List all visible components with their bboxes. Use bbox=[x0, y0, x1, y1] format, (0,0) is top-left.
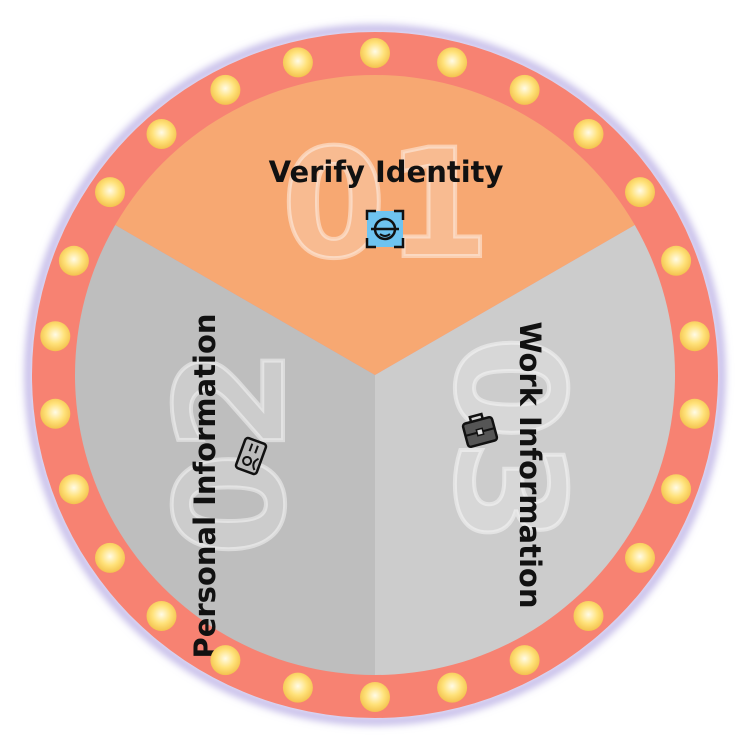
rim-lights bbox=[40, 38, 710, 712]
rim-light-bulb bbox=[210, 74, 241, 105]
segment-title-verify-identity: Verify Identity bbox=[269, 155, 504, 189]
rim-light-bulb bbox=[661, 474, 692, 505]
rim-light-bulb bbox=[95, 542, 125, 573]
rim-light-bulb bbox=[573, 119, 604, 149]
briefcase-icon bbox=[461, 412, 499, 449]
segment-personal-information[interactable] bbox=[75, 225, 376, 675]
rim-light-bulb bbox=[95, 177, 125, 208]
rim-light-bulb bbox=[437, 672, 468, 703]
rim-light-bulb bbox=[625, 177, 655, 208]
rim-light-bulb bbox=[58, 245, 89, 276]
rim-light-bulb bbox=[437, 47, 468, 78]
rim-light-bulb bbox=[573, 601, 604, 631]
id-card-icon bbox=[234, 436, 268, 476]
face-scan-icon bbox=[365, 209, 405, 249]
rim-light-bulb bbox=[625, 542, 655, 573]
rim-light-bulb bbox=[40, 398, 71, 429]
rim-light-bulb bbox=[661, 245, 692, 276]
rim-light-bulb bbox=[679, 398, 710, 429]
rim-light-bulb bbox=[146, 119, 177, 149]
rim-light-bulb bbox=[58, 474, 89, 505]
rim-light-bulb bbox=[40, 321, 71, 352]
rim-glow bbox=[25, 25, 725, 725]
rim-light-bulb bbox=[509, 645, 540, 676]
step-number-03: 03 bbox=[421, 336, 595, 545]
segment-title-work-information: Work Information bbox=[513, 322, 547, 609]
step-number-01: 01 bbox=[282, 118, 491, 292]
rim-light-bulb bbox=[146, 601, 177, 631]
rim-light-bulb bbox=[282, 672, 313, 703]
rim-light-bulb bbox=[360, 38, 390, 68]
segment-work-information[interactable] bbox=[375, 225, 675, 675]
rim-light-bulb bbox=[679, 321, 710, 352]
rim-light-bulb bbox=[282, 47, 313, 78]
segment-title-personal-information: Personal Information bbox=[188, 313, 222, 658]
step-number-02: 02 bbox=[145, 348, 319, 557]
rim-light-bulb bbox=[509, 74, 540, 105]
rim-light-bulb bbox=[360, 682, 390, 712]
rim-light-bulb bbox=[210, 645, 241, 676]
